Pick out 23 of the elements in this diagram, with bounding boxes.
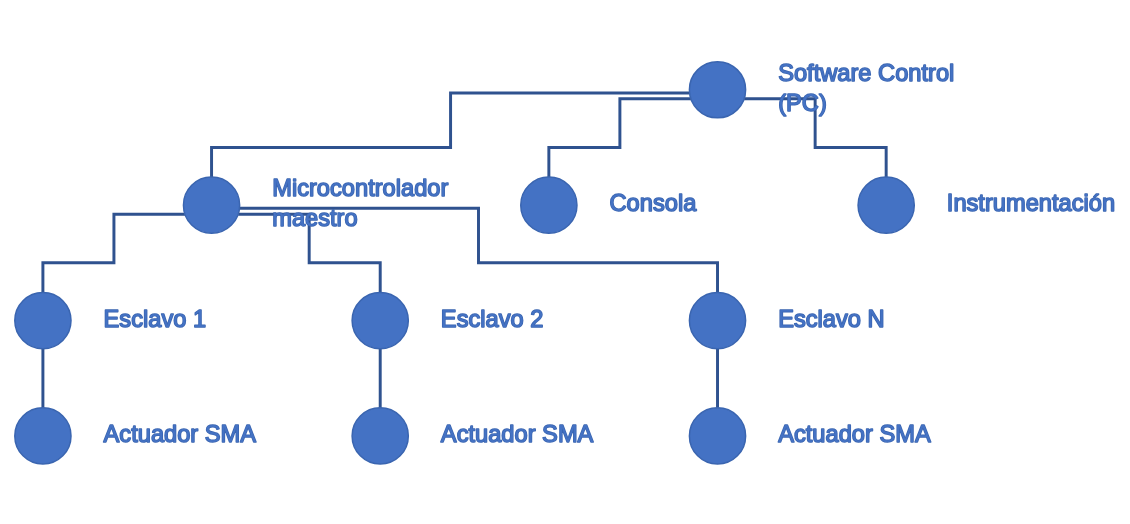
connector bbox=[210, 91, 690, 179]
connector bbox=[547, 97, 691, 179]
node-caption: Esclavo 1 bbox=[103, 305, 207, 332]
node-caption: Actuador SMA bbox=[778, 421, 931, 448]
node-circle bbox=[857, 176, 915, 234]
connector bbox=[41, 212, 185, 294]
node-caption: Consola bbox=[609, 190, 697, 217]
node-caption: Esclavo N bbox=[778, 305, 885, 332]
node-caption: Esclavo 2 bbox=[440, 305, 544, 332]
node-circle bbox=[688, 407, 747, 465]
node-caption: Actuador SMA bbox=[440, 421, 594, 448]
node-circle bbox=[520, 176, 578, 234]
connector bbox=[239, 206, 719, 294]
node-circle bbox=[351, 407, 410, 465]
node-circle bbox=[182, 176, 241, 234]
node-caption: Instrumentación bbox=[946, 190, 1116, 217]
node-circle bbox=[688, 291, 747, 350]
node-circle bbox=[688, 60, 747, 119]
connector bbox=[744, 97, 888, 179]
node-circle bbox=[14, 407, 72, 465]
node-caption: Actuador SMA bbox=[103, 421, 257, 448]
node-circle bbox=[14, 291, 72, 350]
node-circle bbox=[351, 291, 410, 350]
